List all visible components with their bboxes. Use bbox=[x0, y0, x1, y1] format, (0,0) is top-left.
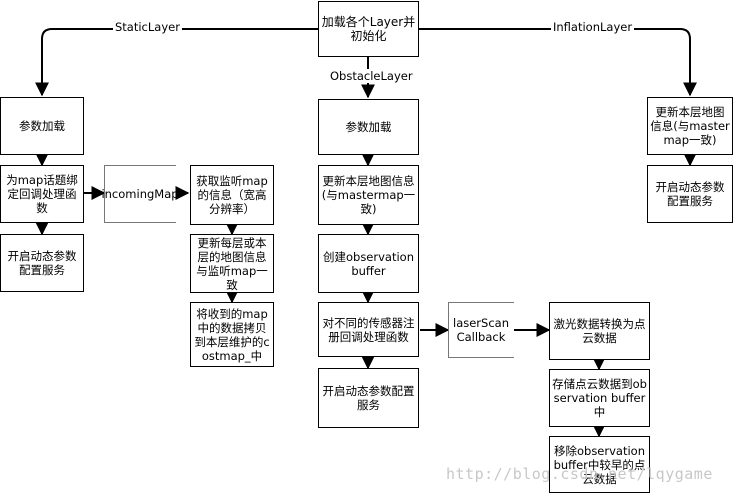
edge-label-static: StaticLayer bbox=[113, 20, 182, 34]
node-obs-load: 参数加载 bbox=[318, 99, 419, 155]
node-update-layers: 更新每层或本层的地图信息与监听map一致 bbox=[190, 234, 274, 293]
node-static-dyn: 开启动态参数配置服务 bbox=[0, 234, 84, 292]
edge-label-obstacle: ObstacleLayer bbox=[328, 69, 415, 83]
edge-init-inflation bbox=[418, 28, 697, 97]
node-obs-dyn: 开启动态参数配置服务 bbox=[318, 368, 419, 428]
node-laser-callback: laserScan Callback bbox=[448, 302, 514, 358]
node-init: 加载各个Layer并初始化 bbox=[318, 1, 419, 57]
node-infl-dyn: 开启动态参数配置服务 bbox=[647, 165, 733, 223]
node-incoming-map: incomingMap bbox=[101, 165, 179, 223]
node-store-cloud: 存储点云数据到observation buffer中 bbox=[549, 369, 650, 427]
edge-init-static bbox=[35, 28, 318, 97]
node-static-load: 参数加载 bbox=[0, 97, 84, 155]
node-obs-buffer: 创建observation buffer bbox=[318, 234, 419, 293]
node-laser-convert: 激光数据转换为点云数据 bbox=[549, 302, 650, 360]
node-copy-map: 将收到的map中的数据拷贝到本层维护的costmap_中 bbox=[190, 302, 274, 367]
node-obs-register: 对不同的传感器注册回调处理函数 bbox=[318, 302, 419, 357]
edge-label-inflation: InflationLayer bbox=[551, 20, 635, 34]
node-infl-update: 更新本层地图信息(与mastermap一致) bbox=[647, 97, 733, 155]
node-remove-cloud: 移除observation buffer中较早的点云数据 bbox=[549, 436, 650, 493]
node-obs-update: 更新本层地图信息(与mastermap一致) bbox=[318, 165, 419, 225]
node-static-bind: 为map话题绑定回调处理函数 bbox=[0, 165, 84, 223]
node-get-map-info: 获取监听map的信息（宽高分辨率） bbox=[190, 165, 274, 225]
watermark-text: http://blog.csdn.net/lqygame bbox=[446, 465, 713, 483]
